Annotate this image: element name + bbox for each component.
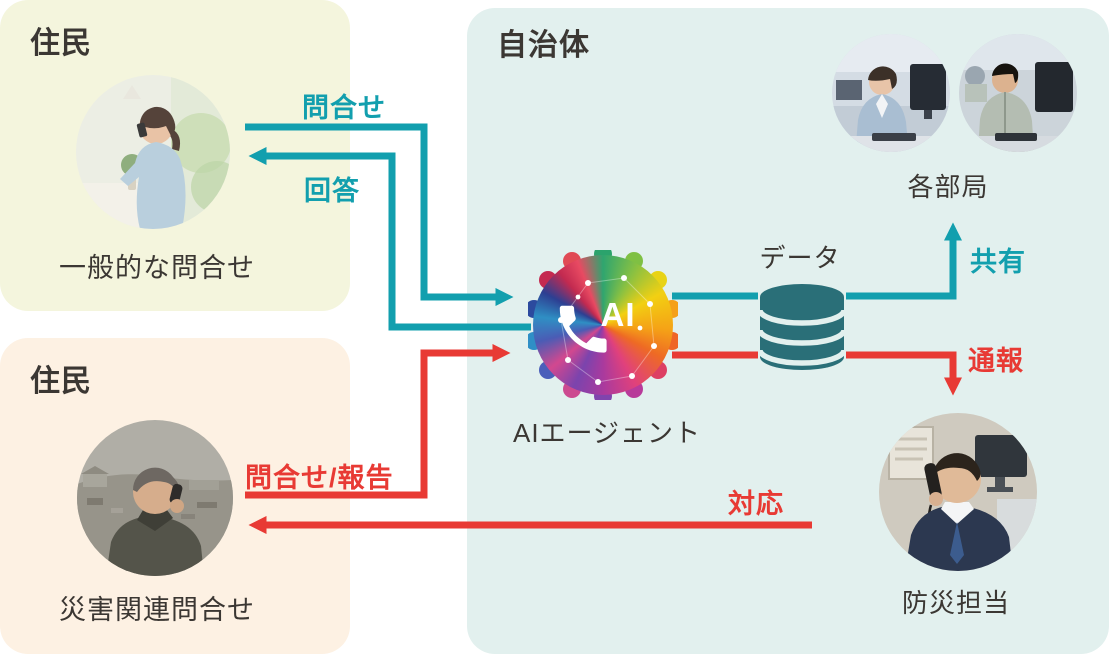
woman-calling-illustration — [76, 75, 230, 229]
government-title: 自治体 — [497, 29, 590, 62]
staff-on-phone-illustration — [879, 413, 1037, 571]
database-label: データ — [759, 243, 841, 273]
phone-receiver-icon — [559, 305, 607, 353]
residents-disaster-title: 住民 — [30, 365, 92, 398]
ai-icon-text: AI — [600, 296, 636, 333]
departments-label: 各部局 — [907, 172, 989, 202]
answer-arrow-label: 回答 — [304, 176, 360, 206]
office-woman-photo — [832, 34, 950, 152]
office-man-photo — [959, 34, 1077, 152]
staff-on-phone-photo — [879, 413, 1037, 571]
inquiry-report-arrow-label: 問合せ/報告 — [245, 463, 394, 493]
office-man-illustration — [959, 34, 1077, 152]
ai-agent-icon: AI — [528, 250, 678, 400]
office-woman-illustration — [832, 34, 950, 152]
ai-icon-core — [533, 255, 673, 395]
disaster-staff-label: 防災担当 — [901, 588, 1011, 618]
man-calling-disaster-illustration — [77, 420, 233, 576]
report-arrow-label: 通報 — [968, 346, 1024, 376]
share-arrow-label: 共有 — [970, 247, 1026, 277]
residents-general-caption: 一般的な問合せ — [59, 253, 255, 283]
woman-calling-photo — [76, 75, 230, 229]
ai-agent-label: AIエージェント — [512, 418, 702, 448]
database-icon — [757, 284, 847, 370]
residents-general-title: 住民 — [30, 27, 92, 60]
inquiry-arrow-label: 問合せ — [302, 93, 386, 123]
response-arrow-label: 対応 — [728, 489, 784, 519]
ai-icon-network-and-phone — [558, 275, 657, 385]
man-calling-disaster-photo — [77, 420, 233, 576]
residents-disaster-caption: 災害関連問合せ — [59, 595, 255, 625]
